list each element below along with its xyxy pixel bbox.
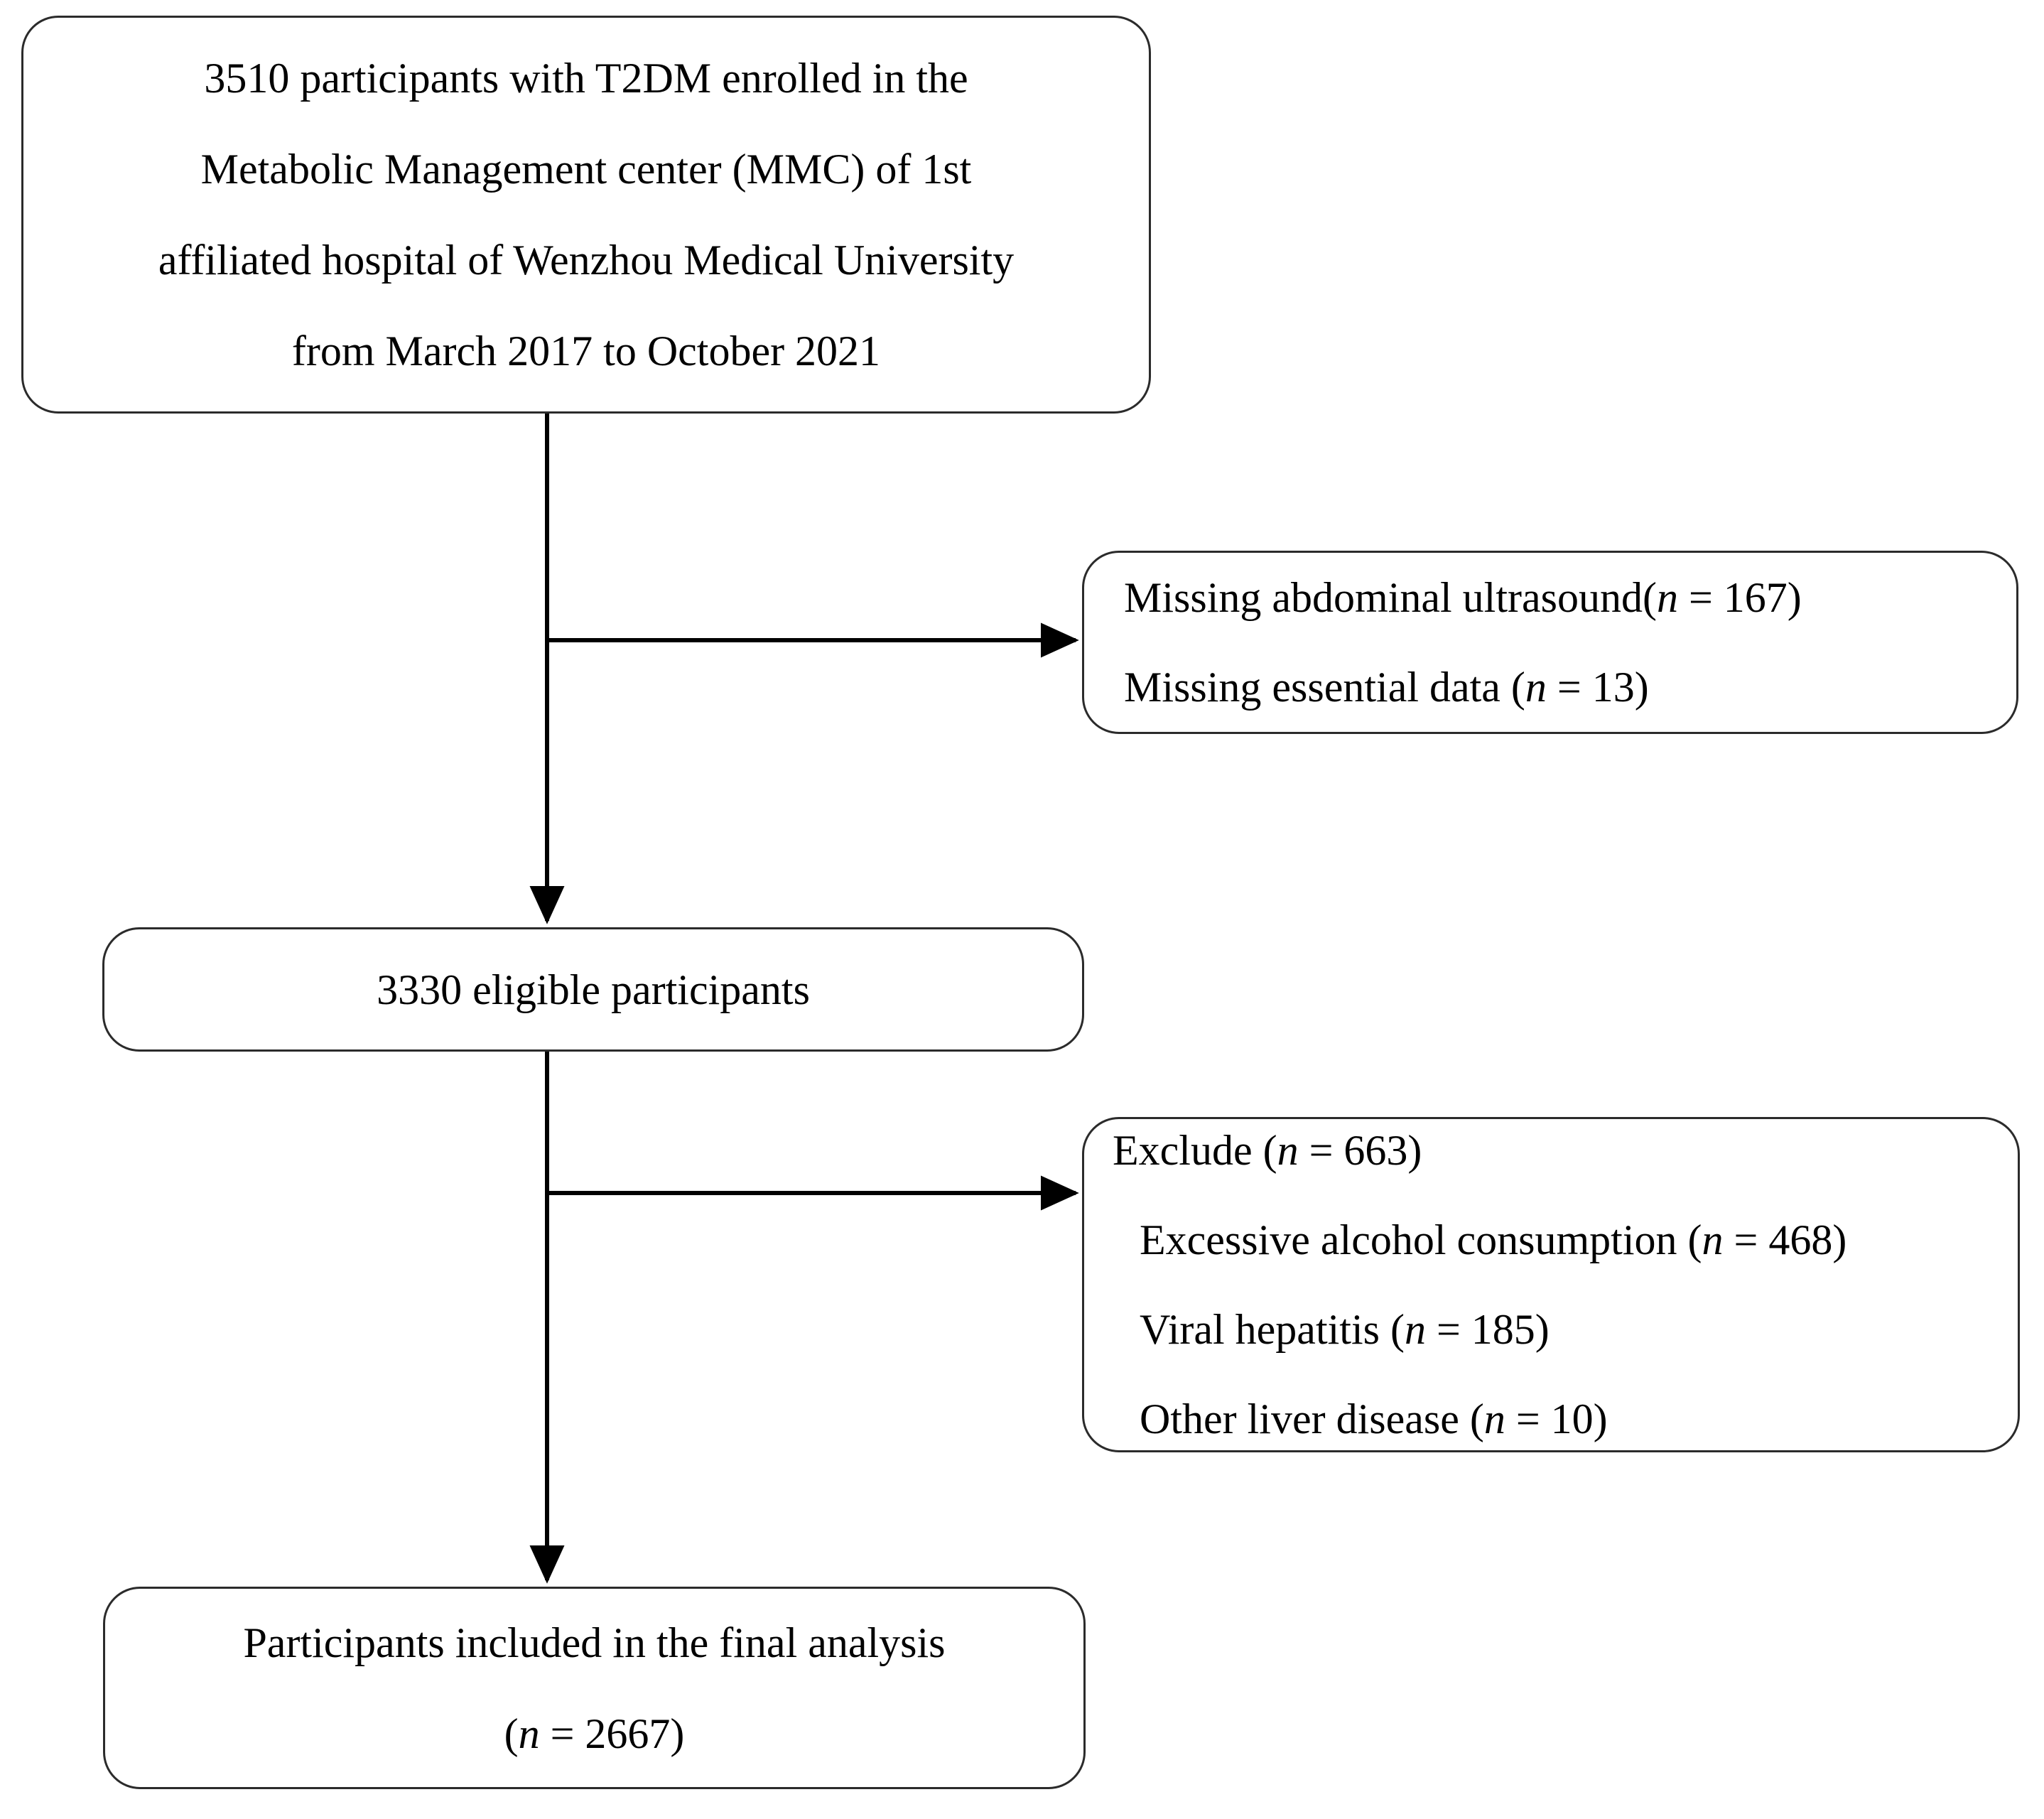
- excluded-item-1-paren-close: ): [1407, 1127, 1422, 1174]
- missing-item-1-equals: =: [1677, 574, 1724, 621]
- node-final-analysis: Participants included in the final analy…: [103, 1587, 1086, 1789]
- missing-item-1-label: Missing abdominal ultrasound: [1124, 574, 1643, 621]
- excluded-item-1-equals: =: [1298, 1127, 1344, 1174]
- excluded-item-2-paren-close: ): [1832, 1216, 1847, 1263]
- excluded-item-3-value: 185: [1471, 1306, 1535, 1353]
- excluded-item-4-label: Other liver disease: [1140, 1396, 1470, 1442]
- missing-item-1-paren-close: ): [1787, 574, 1802, 621]
- missing-item-2-value: 13: [1591, 664, 1635, 711]
- enrolled-line-2: Metabolic Management center (MMC) of 1st: [200, 146, 972, 193]
- final-line-1: Participants included in the final analy…: [243, 1619, 946, 1666]
- excluded-item-1-paren-open: (: [1262, 1127, 1277, 1174]
- excluded-item-3-n-symbol: n: [1404, 1306, 1426, 1353]
- excluded-item-2-equals: =: [1723, 1216, 1769, 1263]
- excluded-item-1-n-symbol: n: [1277, 1127, 1299, 1174]
- final-paren-open: (: [504, 1710, 519, 1757]
- excluded-item-4: Other liver disease (n = 10): [1113, 1374, 1608, 1464]
- excluded-item-2-n-symbol: n: [1702, 1216, 1724, 1263]
- missing-item-1-value: 167: [1723, 574, 1788, 621]
- missing-item-2-paren-close: ): [1634, 664, 1649, 711]
- excluded-item-3-label: Viral hepatitis: [1140, 1306, 1390, 1353]
- enrolled-line-4: from March 2017 to October 2021: [291, 328, 881, 374]
- excluded-item-3-equals: =: [1425, 1306, 1471, 1353]
- final-line-2: (n = 2667): [504, 1688, 685, 1779]
- excluded-item-1: Exclude (n = 663): [1113, 1106, 1422, 1195]
- excluded-item-4-paren-open: (: [1469, 1396, 1484, 1442]
- excluded-item-2-label: Excessive alcohol consumption: [1140, 1216, 1688, 1263]
- excluded-item-1-label: Exclude: [1113, 1127, 1263, 1174]
- enrolled-line-1: 3510 participants with T2DM enrolled in …: [204, 55, 968, 102]
- final-n-symbol: n: [518, 1710, 540, 1757]
- final-equals: =: [539, 1710, 585, 1757]
- missing-item-2-label: Missing essential data: [1124, 664, 1511, 711]
- final-value: 2667: [585, 1710, 671, 1757]
- excluded-item-3-paren-close: ): [1535, 1306, 1550, 1353]
- missing-item-1: Missing abdominal ultrasound(n = 167): [1124, 553, 1802, 642]
- node-eligible-participants: 3330 eligible participants: [102, 927, 1084, 1052]
- excluded-item-3: Viral hepatitis (n = 185): [1113, 1285, 1550, 1374]
- missing-item-2: Missing essential data (n = 13): [1124, 642, 1649, 732]
- excluded-item-4-n-symbol: n: [1483, 1396, 1505, 1442]
- excluded-item-2-value: 468: [1768, 1216, 1833, 1263]
- excluded-item-4-value: 10: [1550, 1396, 1594, 1442]
- missing-item-2-paren-open: (: [1510, 664, 1525, 711]
- excluded-item-4-paren-close: ): [1593, 1396, 1608, 1442]
- enrolled-line-3: affiliated hospital of Wenzhou Medical U…: [158, 237, 1015, 284]
- node-missing-data-exclusions: Missing abdominal ultrasound(n = 167) Mi…: [1082, 551, 2018, 734]
- final-paren-close: ): [670, 1710, 685, 1757]
- eligible-line-1: 3330 eligible participants: [377, 966, 810, 1013]
- excluded-item-3-paren-open: (: [1390, 1306, 1405, 1353]
- excluded-item-2: Excessive alcohol consumption (n = 468): [1113, 1195, 1846, 1285]
- missing-item-1-paren-open: (: [1642, 574, 1657, 621]
- excluded-item-4-equals: =: [1505, 1396, 1551, 1442]
- missing-item-1-n-symbol: n: [1656, 574, 1678, 621]
- missing-item-2-n-symbol: n: [1525, 664, 1547, 711]
- excluded-item-2-paren-open: (: [1687, 1216, 1702, 1263]
- node-excluded-participants: Exclude (n = 663) Excessive alcohol cons…: [1082, 1117, 2020, 1452]
- excluded-item-1-value: 663: [1343, 1127, 1408, 1174]
- missing-item-2-equals: =: [1546, 664, 1592, 711]
- node-enrolled-participants: 3510 participants with T2DM enrolled in …: [21, 16, 1151, 414]
